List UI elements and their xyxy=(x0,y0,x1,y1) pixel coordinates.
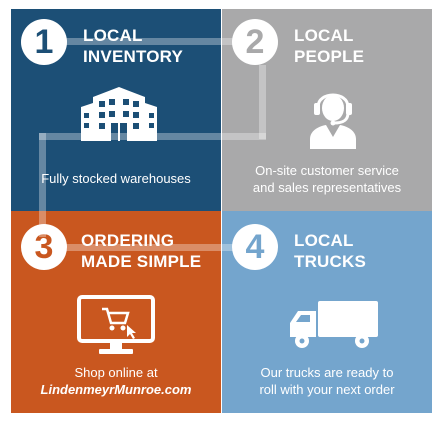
headset-agent-icon xyxy=(308,81,358,154)
connector-segment xyxy=(39,133,46,237)
warehouse-icon xyxy=(79,83,159,148)
caption-line1: Shop online at xyxy=(74,365,158,380)
website-link[interactable]: LindenmeyrMunroe.com xyxy=(40,382,192,397)
panel-heading-line1: LOCAL xyxy=(83,26,143,45)
caption-line1: Our trucks are ready to xyxy=(260,365,394,380)
connector-segment xyxy=(66,38,241,45)
caption-line1: On-site customer service xyxy=(255,163,399,178)
panel-caption: Shop online at LindenmeyrMunroe.com xyxy=(11,364,221,398)
panel-caption: On-site customer service and sales repre… xyxy=(222,162,432,196)
panel-heading-line2: PEOPLE xyxy=(294,47,365,66)
step-number-4: 4 xyxy=(232,224,278,270)
step-number-3: 3 xyxy=(21,224,67,270)
step-number-2: 2 xyxy=(232,19,278,65)
monitor-cart-icon xyxy=(77,295,155,360)
step-number-1: 1 xyxy=(21,19,67,65)
panel-local-trucks: 4 LOCAL TRUCKS Our trucks are ready to xyxy=(222,211,432,413)
caption-line2: and sales representatives xyxy=(252,180,402,195)
connector-segment xyxy=(66,244,241,251)
panel-heading-line1: ORDERING xyxy=(81,231,175,250)
panel-local-inventory: 1 LOCAL INVENTORY xyxy=(11,9,221,211)
panel-heading-line1: LOCAL xyxy=(294,231,354,250)
infographic-grid: 1 LOCAL INVENTORY xyxy=(11,9,432,413)
connector-segment xyxy=(39,133,266,140)
panel-local-people: 2 LOCAL PEOPLE On-site customer service xyxy=(222,9,432,211)
caption-line1: Fully stocked warehouses xyxy=(41,171,191,186)
caption-line2: roll with your next order xyxy=(259,382,395,397)
panel-heading-line2: TRUCKS xyxy=(294,252,367,271)
panel-heading-line2: MADE SIMPLE xyxy=(81,252,202,271)
panel-heading-line2: INVENTORY xyxy=(83,47,184,66)
delivery-truck-icon xyxy=(288,299,380,354)
panel-caption: Our trucks are ready to roll with your n… xyxy=(222,364,432,398)
panel-caption: Fully stocked warehouses xyxy=(11,170,221,187)
panel-heading-line1: LOCAL xyxy=(294,26,354,45)
connector-segment xyxy=(259,65,266,139)
panel-ordering: 3 ORDERING MADE SIMPLE Shop online at Li… xyxy=(11,211,221,413)
